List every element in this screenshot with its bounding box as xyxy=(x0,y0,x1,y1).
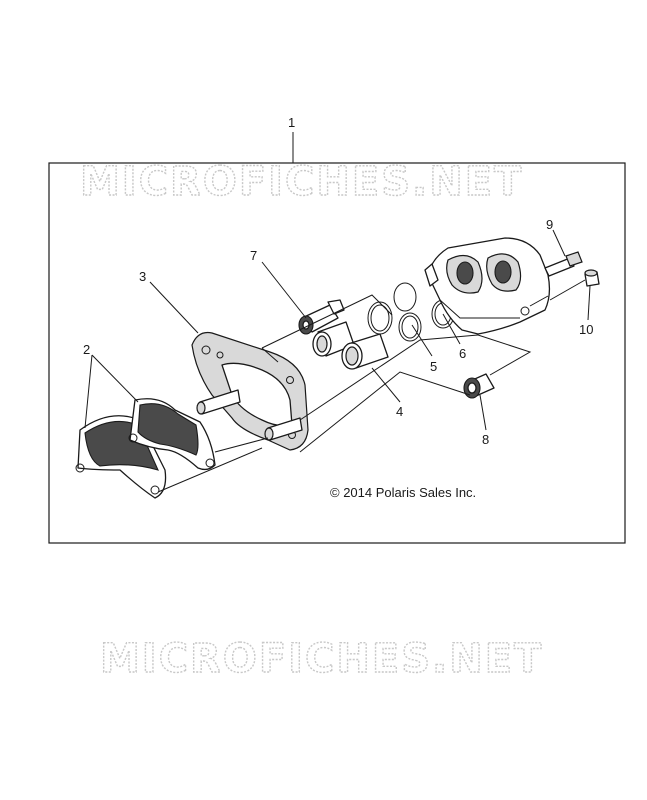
callout-3: 3 xyxy=(139,269,146,284)
callout-8: 8 xyxy=(482,432,489,447)
mounting-bracket xyxy=(191,331,309,451)
assembly-frame xyxy=(48,162,626,544)
callout-10: 10 xyxy=(579,322,593,337)
watermark-top: MICROFICHES.NET xyxy=(80,159,523,205)
callout-9: 9 xyxy=(546,217,553,232)
callout-6: 6 xyxy=(459,346,466,361)
callout-7: 7 xyxy=(250,248,257,263)
copyright-notice: © 2014 Polaris Sales Inc. xyxy=(330,485,476,500)
bleeder-cap-10 xyxy=(584,269,600,287)
piston-cup-7 xyxy=(298,299,345,335)
brake-pad-rear xyxy=(128,398,216,471)
piston-seals xyxy=(367,282,455,342)
bleeder-screw-9 xyxy=(544,251,583,277)
explode-lines xyxy=(157,279,586,493)
pistons-4 xyxy=(312,321,389,370)
caliper-body xyxy=(424,237,551,335)
callout-1: 1 xyxy=(288,115,295,130)
callout-2: 2 xyxy=(83,342,90,357)
callout-4: 4 xyxy=(396,404,403,419)
seal-boot-8 xyxy=(463,373,495,399)
callout-5: 5 xyxy=(430,359,437,374)
callout-leaders xyxy=(84,229,591,431)
watermark-bottom: MICROFICHES.NET xyxy=(100,636,543,682)
